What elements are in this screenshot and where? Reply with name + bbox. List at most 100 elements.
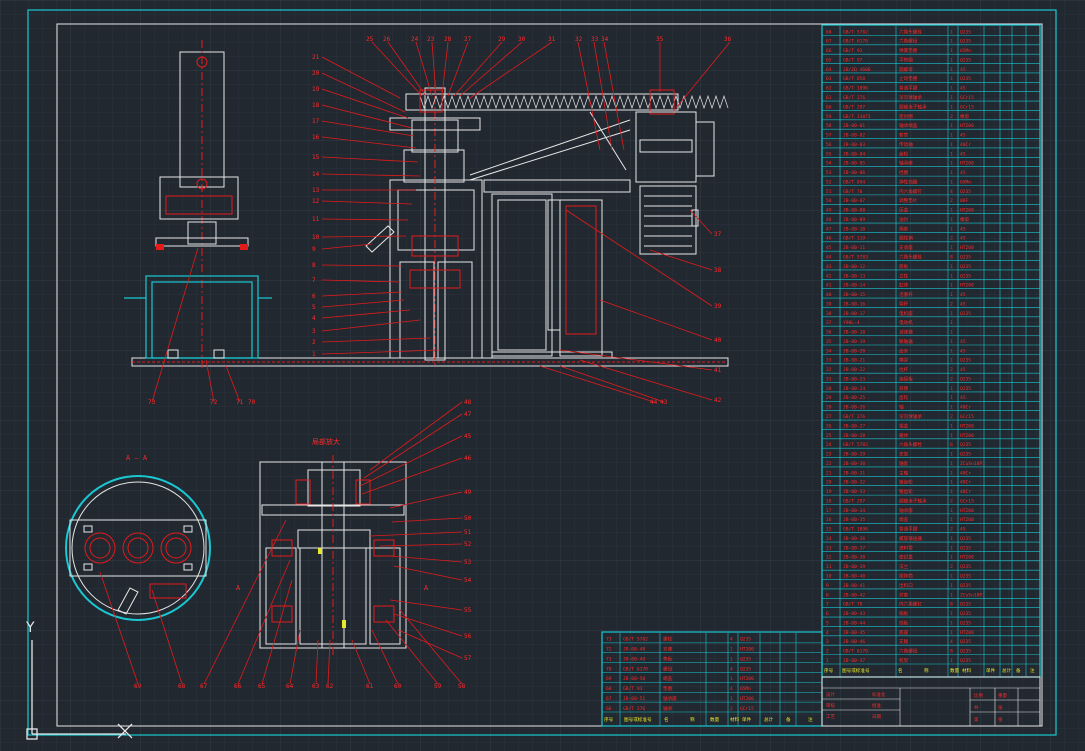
bom-cell: JB-00-07 bbox=[843, 198, 865, 204]
bom-cell: 39 bbox=[826, 301, 832, 307]
bom-cell: 2 bbox=[950, 301, 953, 307]
bom-cell: Q235 bbox=[960, 611, 971, 617]
bom-cell: JB-00-41 bbox=[843, 583, 865, 589]
bom-cell: 11 bbox=[826, 564, 832, 570]
bom-cell: 68 bbox=[826, 29, 832, 35]
bom-cell: 1 bbox=[950, 208, 953, 214]
lower-bom-cell: 垫圈 bbox=[663, 685, 673, 692]
bom-cell: 56 bbox=[826, 142, 832, 148]
bom-cell: 47 bbox=[826, 226, 832, 232]
callout-top-10: 32 bbox=[575, 36, 583, 43]
bom-cell: ZCuSn10P1 bbox=[960, 461, 985, 467]
svg-text:55: 55 bbox=[464, 607, 472, 614]
bom-cell: JB-00-13 bbox=[843, 273, 865, 279]
bom-cell: 50 bbox=[826, 198, 832, 204]
title-block-cell: 工艺 bbox=[826, 714, 835, 720]
section-mark-right: A bbox=[424, 584, 429, 592]
bom-cell: 9 bbox=[826, 583, 829, 589]
lower-bom-cell: 轴承座 bbox=[663, 695, 677, 702]
bom-cell: 2 bbox=[950, 414, 953, 420]
bom-cell: 14 bbox=[826, 536, 832, 542]
bom-cell: 45 bbox=[960, 348, 966, 354]
bom-cell: 22 bbox=[826, 461, 832, 467]
bom-cell: 出料口 bbox=[899, 582, 913, 589]
svg-text:11: 11 bbox=[312, 216, 320, 223]
bom-cell: JB-00-47 bbox=[843, 658, 865, 664]
svg-text:3: 3 bbox=[312, 328, 316, 335]
lower-bom-header-cell: 数量 bbox=[710, 716, 720, 723]
bom-cell: 1 bbox=[950, 592, 953, 598]
callout-top-7: 29 bbox=[498, 36, 506, 43]
bom-cell: JB-00-37 bbox=[843, 545, 865, 551]
bom-cell: 43 bbox=[826, 264, 832, 270]
bom-cell: Q235 bbox=[960, 386, 971, 392]
svg-text:19: 19 bbox=[312, 86, 320, 93]
lower-bom-cell: 垫板 bbox=[663, 655, 673, 662]
bom-cell: JB-00-44 bbox=[843, 620, 865, 626]
bom-cell: 1 bbox=[950, 48, 953, 54]
bom-cell: 6 bbox=[826, 611, 829, 617]
bom-cell: 45 bbox=[960, 86, 966, 92]
bom-cell: 齿条 bbox=[899, 347, 909, 354]
bom-cell: 1 bbox=[950, 179, 953, 185]
lower-bom-cell: 4 bbox=[730, 637, 733, 643]
bom-header-cell: 名 bbox=[898, 667, 903, 674]
svg-text:73: 73 bbox=[148, 399, 156, 406]
bom-cell: Q235 bbox=[960, 658, 971, 664]
bom-cell: JB-00-29 bbox=[843, 452, 865, 458]
lower-bom-cell: 65Mn bbox=[740, 686, 751, 692]
bom-cell: 1 bbox=[950, 292, 953, 298]
bom-cell: 1 bbox=[950, 480, 953, 486]
lower-bom-cell: 71 bbox=[606, 656, 612, 662]
bom-cell: 1 bbox=[950, 320, 953, 326]
section-a-a-view: A — A bbox=[65, 454, 211, 621]
bom-cell: 61 bbox=[826, 95, 832, 101]
bom-cell: GCr15 bbox=[960, 414, 974, 420]
bom-cell: Q235 bbox=[960, 311, 971, 317]
title-block-cell: 张 bbox=[998, 704, 1003, 711]
svg-text:10: 10 bbox=[312, 234, 320, 241]
bom-cell: 45 bbox=[960, 133, 966, 139]
bom-cell: 1 bbox=[950, 620, 953, 626]
bom-cell: 齿轮 bbox=[899, 394, 909, 401]
svg-text:6: 6 bbox=[312, 293, 316, 300]
bom-cell: 轴承座 bbox=[899, 507, 913, 514]
bom-cell: 齿轮 bbox=[899, 150, 909, 157]
bom-cell: 油封 bbox=[899, 216, 909, 223]
bom-cell: 导杆 bbox=[899, 300, 909, 307]
section-mark-left: A bbox=[236, 584, 241, 592]
bom-cell: 8 bbox=[826, 592, 829, 598]
cylinder-assembly bbox=[483, 179, 631, 359]
bom-cell: 1 bbox=[950, 536, 953, 542]
bom-cell: JB-00-33 bbox=[843, 489, 865, 495]
title-block-cell: 张 bbox=[998, 716, 1003, 723]
bom-cell: 08F bbox=[960, 198, 969, 204]
bom-cell: 42 bbox=[826, 273, 832, 279]
bom-cell: HT200 bbox=[960, 245, 974, 251]
bom-header-cell: 备 bbox=[1016, 667, 1021, 674]
bom-cell: 平垫圈 bbox=[899, 56, 913, 63]
bom-cell: Q235 bbox=[960, 57, 971, 63]
bom-cell: Q235 bbox=[960, 29, 971, 35]
bom-header-cell: 称 bbox=[924, 667, 929, 674]
bom-cell: JB-00-46 bbox=[843, 639, 865, 645]
title-block-cell: 设计 bbox=[826, 691, 835, 698]
bom-cell: 44 bbox=[826, 254, 832, 260]
bom-cell: 斜撑 bbox=[899, 385, 909, 392]
bom-cell: GB/T 1096 bbox=[843, 527, 868, 533]
bom-cell: 48 bbox=[826, 217, 832, 223]
title-block-cell: 重量 bbox=[998, 692, 1007, 699]
bom-cell: 减速器 bbox=[899, 329, 913, 336]
bom-cell: 40Cr bbox=[960, 470, 971, 476]
svg-text:14: 14 bbox=[312, 171, 320, 178]
lower-bom-cell: JB-00-48 bbox=[623, 647, 645, 653]
bom-cell: 1 bbox=[950, 330, 953, 336]
bom-cell: 1 bbox=[950, 245, 953, 251]
title-block-cell: 审核 bbox=[826, 702, 835, 709]
callout-top-2: 26 bbox=[383, 36, 391, 43]
bom-cell: JB-00-35 bbox=[843, 517, 865, 523]
callout-top-13: 35 bbox=[656, 36, 664, 43]
bom-cell: JB-00-10 bbox=[843, 226, 865, 232]
svg-text:41: 41 bbox=[714, 367, 722, 374]
